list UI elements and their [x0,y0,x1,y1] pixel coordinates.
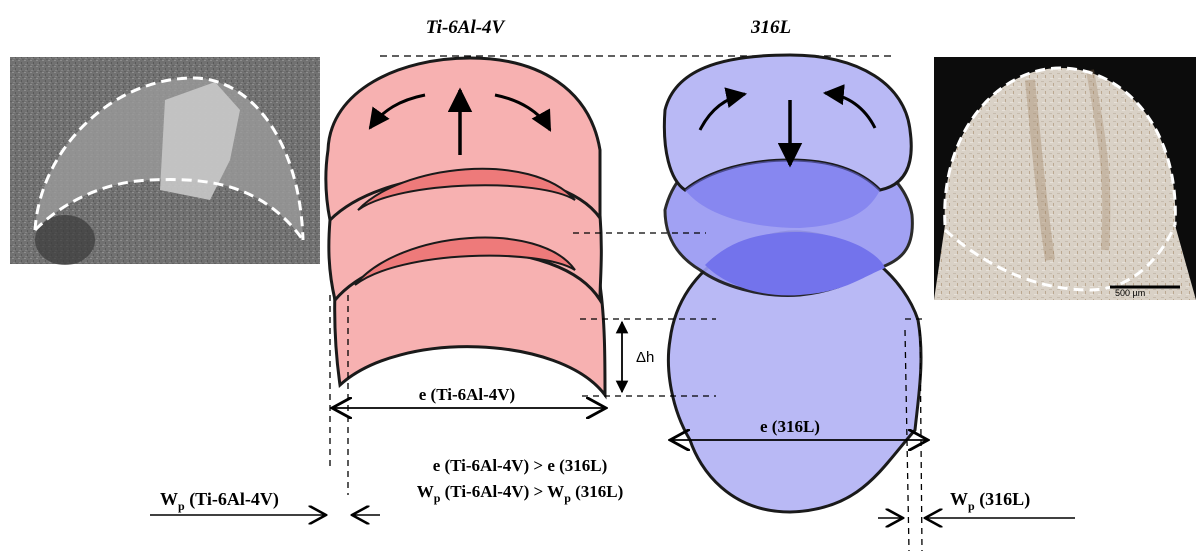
ti-melt-pools [326,58,605,395]
e-316l-label: e (316L) [760,417,820,436]
delta-h-label: Δh [636,349,654,366]
wp-316l-label: Wp (316L) [950,489,1030,513]
ti-micrograph [10,57,320,265]
comparison-e: e (Ti-6Al-4V) > e (316L) [433,456,608,475]
ss-micrograph: 500 µm [934,57,1196,300]
wp-ti-label: Wp (Ti-6Al-4V) [160,489,279,513]
comparison-wp: Wp (Ti-6Al-4V) > Wp (316L) [417,482,624,505]
title-ti6al4v: Ti-6Al-4V [426,17,506,38]
scale-bar-label: 500 µm [1115,288,1145,298]
title-316l: 316L [750,17,791,38]
ss-melt-pools [664,55,921,512]
e-ti-label: e (Ti-6Al-4V) [419,385,515,404]
